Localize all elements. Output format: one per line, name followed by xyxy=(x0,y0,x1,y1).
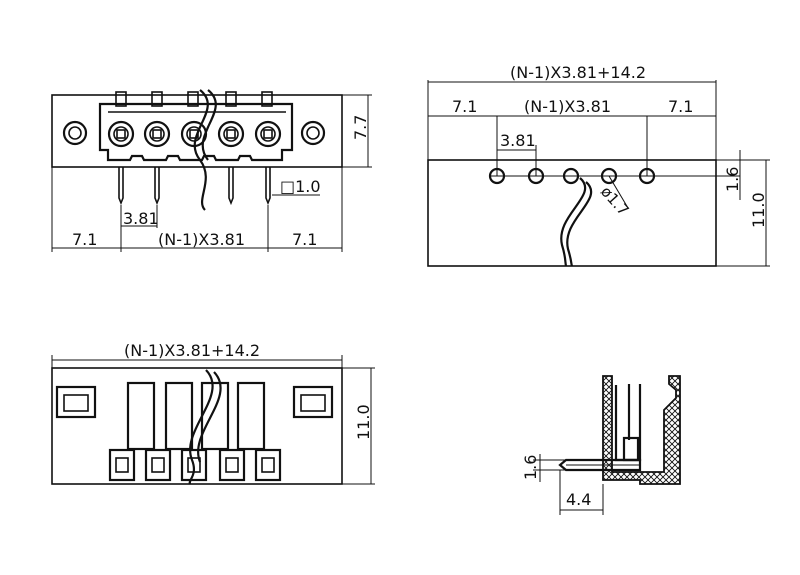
top-view-pitch-label: 3.81 xyxy=(500,131,536,150)
bottom-view-body xyxy=(51,367,343,485)
front-view-pitch-label: 3.81 xyxy=(123,209,159,228)
top-view-pitch-total-label: (N-1)X3.81 xyxy=(524,97,611,116)
bottom-view-overall-label: (N-1)X3.81+14.2 xyxy=(124,341,260,360)
side-view-pin-height-label: 1.6 xyxy=(521,455,540,480)
top-view-holes xyxy=(488,167,740,185)
bottom-view-terminals xyxy=(108,448,282,482)
bottom-view: (N-1)X3.81+14.2 11.0 xyxy=(51,341,375,485)
bottom-view-flanges xyxy=(55,385,334,419)
front-view-plug-housing xyxy=(98,102,294,162)
top-view-overall-label: (N-1)X3.81+14.2 xyxy=(510,63,646,82)
front-view-break-line xyxy=(193,89,209,211)
front-view-pin-square-label: □1.0 xyxy=(280,177,321,196)
front-view: 3.81 (N-1)X3.81 7.1 7.1 □1.0 7.7 xyxy=(51,89,372,252)
bottom-view-height-label: 11.0 xyxy=(354,404,373,440)
top-view-left-margin-label: 7.1 xyxy=(452,97,477,116)
front-view-dimensions xyxy=(51,94,372,252)
top-view: (N-1)X3.81+14.2 7.1 (N-1)X3.81 7.1 3.81 … xyxy=(427,63,770,267)
front-view-right-margin-label: 7.1 xyxy=(292,230,317,249)
top-view-hole-label: ø1.7 xyxy=(597,183,632,220)
top-view-depth-label: 11.0 xyxy=(749,192,768,228)
front-view-mounting-holes xyxy=(62,120,326,146)
front-view-body xyxy=(51,94,343,168)
front-view-height-label: 7.7 xyxy=(351,115,370,140)
bottom-view-slots xyxy=(126,381,266,451)
side-view-pin-length-label: 4.4 xyxy=(566,490,591,509)
top-view-right-margin-label: 7.1 xyxy=(668,97,693,116)
front-view-left-margin-label: 7.1 xyxy=(72,230,97,249)
side-view: 1.6 4.4 xyxy=(521,375,681,515)
front-view-pins xyxy=(118,167,271,206)
top-view-offset-label: 1.6 xyxy=(723,167,742,192)
front-view-latches xyxy=(108,91,286,113)
front-view-pitch-total-label: (N-1)X3.81 xyxy=(158,230,245,249)
side-view-pin xyxy=(558,458,642,472)
side-view-section xyxy=(602,375,681,485)
